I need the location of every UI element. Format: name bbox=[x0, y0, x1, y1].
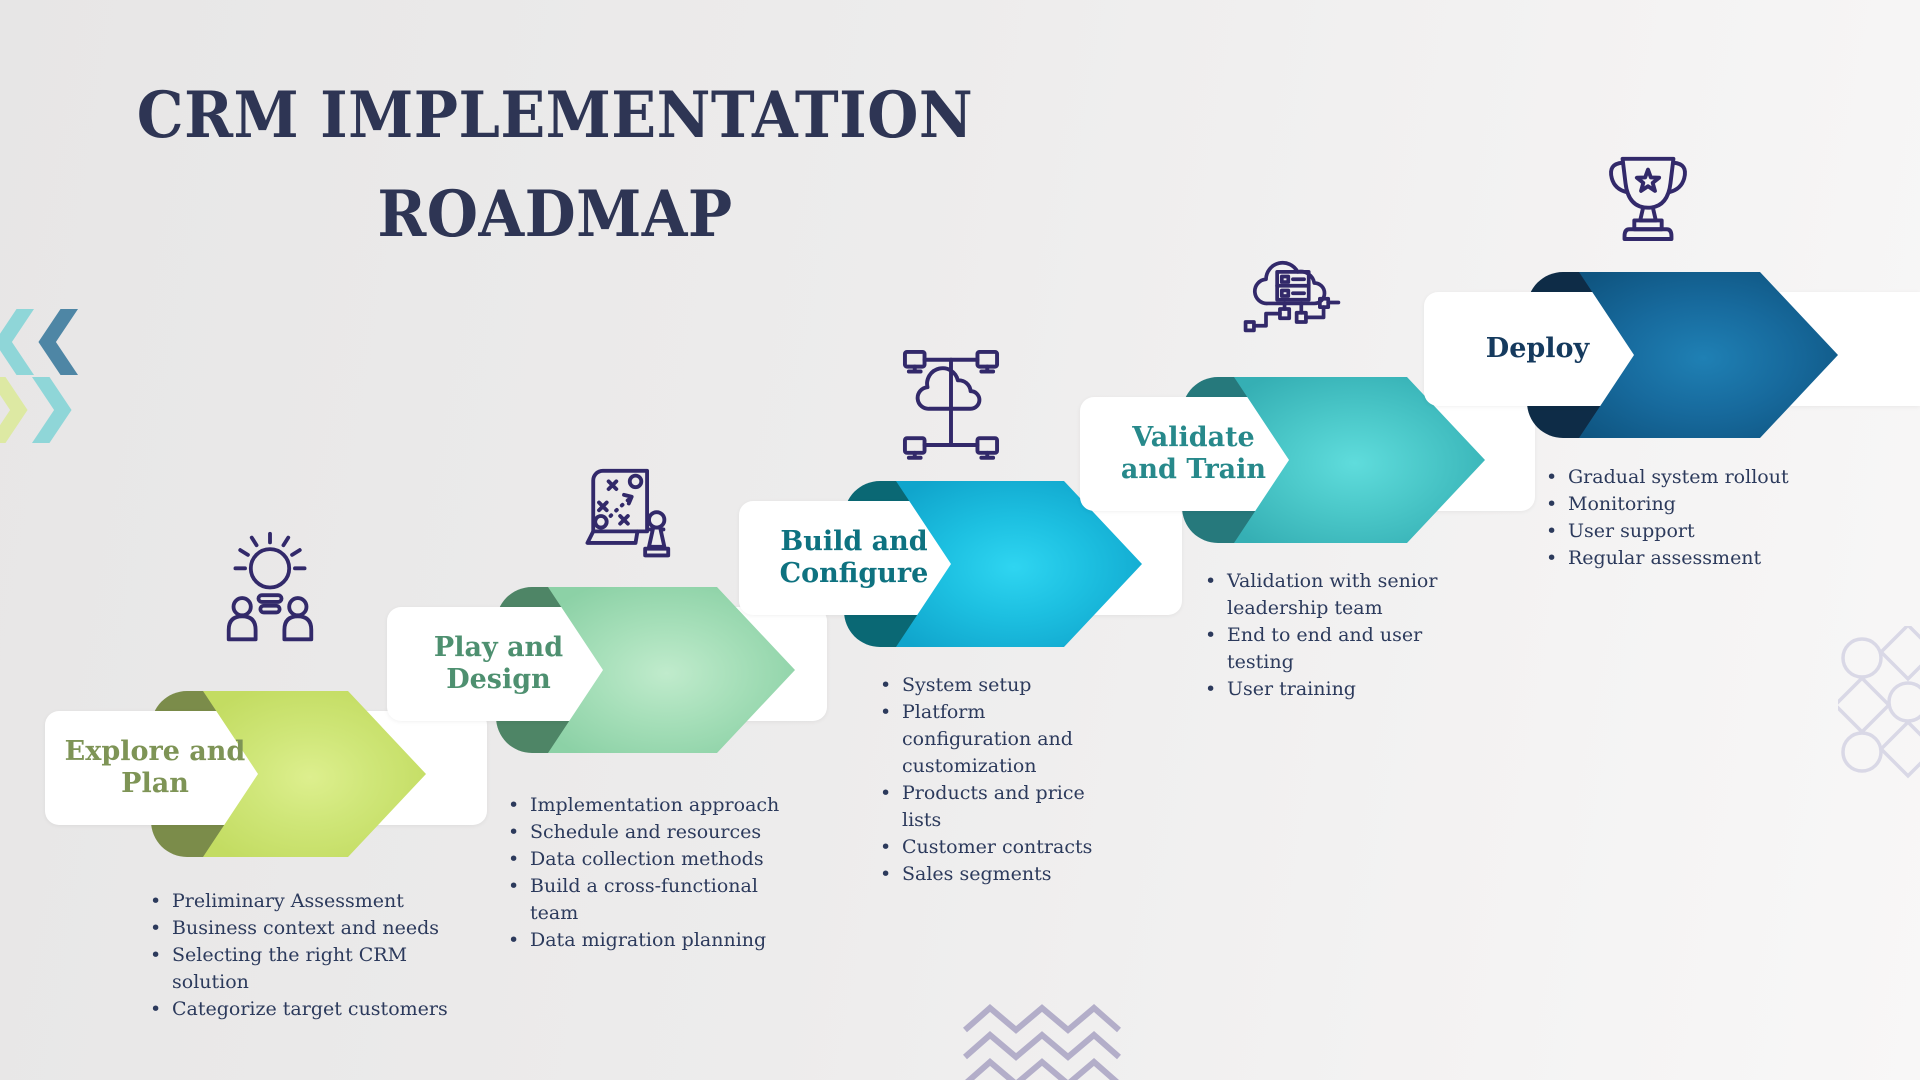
bullet-item: Regular assessment bbox=[1542, 545, 1822, 572]
bullet-item: Monitoring bbox=[1542, 491, 1822, 518]
stage-label: Deploy bbox=[1424, 292, 1651, 406]
strategy-plan-icon bbox=[585, 468, 671, 558]
bullet-item: Customer contracts bbox=[876, 834, 1114, 861]
stage-bullet-list: Validation with senior leadership team E… bbox=[1201, 568, 1459, 703]
decor-zigzag-pattern bbox=[963, 1004, 1121, 1080]
stage-label-line: Deploy bbox=[1485, 333, 1590, 365]
bullet-item: Categorize target customers bbox=[146, 996, 486, 1023]
decor-chevron-left-teal bbox=[0, 309, 34, 375]
page-title: CRM IMPLEMENTATION ROADMAP bbox=[118, 66, 992, 264]
stage-label-line: Configure bbox=[779, 558, 929, 589]
stage-label: Validate and Train bbox=[1080, 397, 1307, 511]
bullet-item: Preliminary Assessment bbox=[146, 888, 486, 915]
bullet-item: User support bbox=[1542, 518, 1822, 545]
stage-bullet-list: System setup Platform configuration and … bbox=[876, 672, 1114, 888]
bullet-item: Schedule and resources bbox=[504, 819, 804, 846]
bullet-item: Business context and needs bbox=[146, 915, 486, 942]
bullet-item: Selecting the right CRM solution bbox=[146, 942, 486, 996]
teamwork-idea-icon bbox=[226, 531, 314, 642]
bullet-item: Validation with senior leadership team bbox=[1201, 568, 1459, 622]
page-title-line1: CRM IMPLEMENTATION bbox=[136, 78, 974, 153]
decor-chevron-left-blue bbox=[38, 309, 78, 375]
stage-label: Explore and Plan bbox=[45, 711, 265, 825]
bullet-item: System setup bbox=[876, 672, 1114, 699]
bullet-item: Sales segments bbox=[876, 861, 1114, 888]
stage-label: Play and Design bbox=[387, 607, 610, 721]
bullet-item: Data migration planning bbox=[504, 927, 804, 954]
bullet-item: Implementation approach bbox=[504, 792, 804, 819]
stage-bullet-list: Implementation approach Schedule and res… bbox=[504, 792, 804, 954]
bullet-item: Platform configuration and customization bbox=[876, 699, 1114, 780]
decor-chevron-right-teal bbox=[32, 377, 72, 443]
stage-bullet-list: Preliminary Assessment Business context … bbox=[146, 888, 486, 1023]
bullet-item: Products and price lists bbox=[876, 780, 1114, 834]
page-title-line2: ROADMAP bbox=[377, 177, 733, 252]
trophy-icon bbox=[1609, 156, 1687, 241]
stage-bullet-list: Gradual system rollout Monitoring User s… bbox=[1542, 464, 1822, 572]
bullet-item: End to end and user testing bbox=[1201, 622, 1459, 676]
decor-chevron-right-lime bbox=[0, 377, 28, 443]
stage-label-line: Play and Design bbox=[433, 632, 564, 695]
decor-shapes-pattern bbox=[1838, 626, 1920, 779]
cloud-network-icon bbox=[902, 349, 1000, 460]
stage-label-line: Plan bbox=[121, 768, 189, 799]
stage-label-line: Validate bbox=[1132, 422, 1255, 454]
stage-label-line: Explore and bbox=[64, 736, 246, 768]
stage-label: Build and Configure bbox=[739, 501, 969, 615]
cloud-server-icon bbox=[1243, 260, 1341, 333]
bullet-item: Data collection methods bbox=[504, 846, 804, 873]
bullet-item: User training bbox=[1201, 676, 1459, 703]
bullet-item: Build a cross-functional team bbox=[504, 873, 804, 927]
stage-label-line: and Train bbox=[1120, 454, 1267, 485]
bullet-item: Gradual system rollout bbox=[1542, 464, 1822, 491]
stage-label-line: Build and bbox=[780, 526, 928, 558]
